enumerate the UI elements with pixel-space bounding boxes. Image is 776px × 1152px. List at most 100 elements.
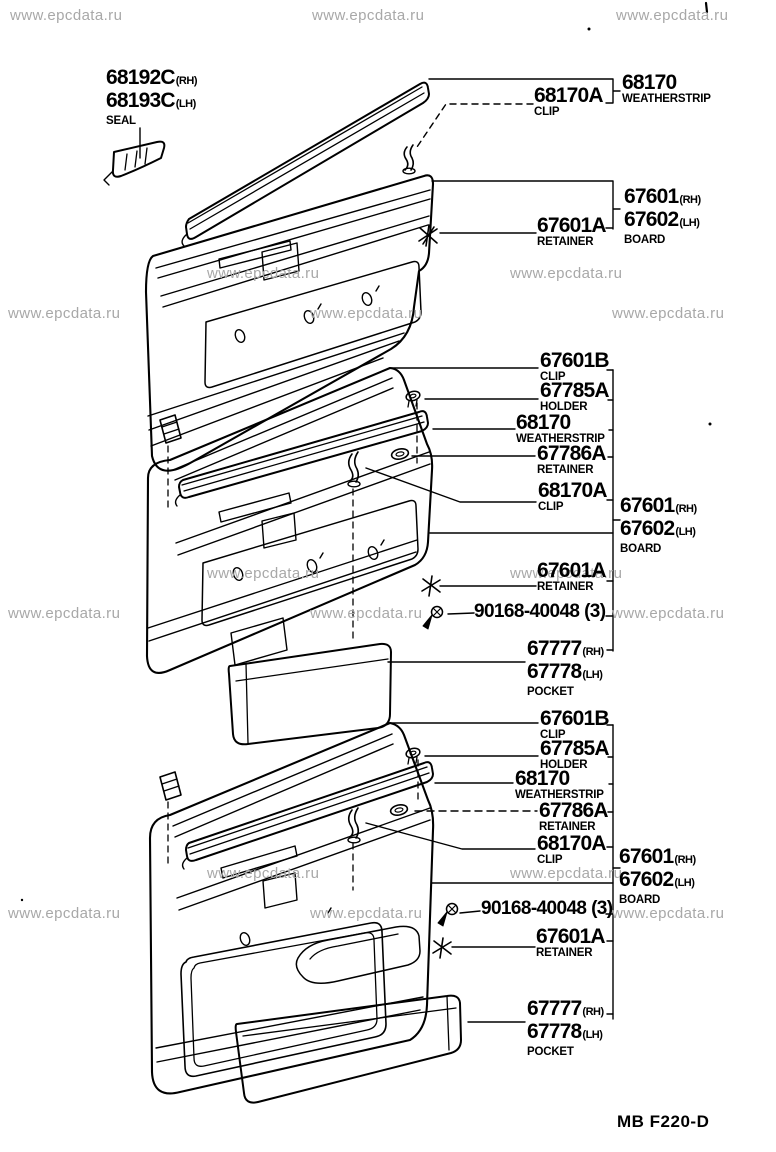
watermark: www.epcdata.ru bbox=[510, 565, 623, 582]
callout-weatherstrip-1: 68170 WEATHERSTRIP bbox=[622, 71, 711, 106]
holder-2-part bbox=[405, 390, 421, 408]
part-number: 67601A bbox=[536, 925, 606, 948]
callout-board-2: 67601(RH) 67602(LH) BOARD bbox=[620, 494, 697, 556]
retainer-67786a-3-part bbox=[389, 803, 409, 817]
callout-retainer-67601a-3: 67601A RETAINER bbox=[536, 925, 606, 960]
part-number: 68193C(LH) bbox=[106, 89, 196, 112]
door-board-1-drawing bbox=[144, 174, 435, 472]
weatherstrip-1-part bbox=[181, 81, 430, 247]
clip-68170a-3-part bbox=[347, 807, 361, 844]
callout-clip-67601b-2: 67601B CLIP bbox=[540, 349, 610, 384]
callout-clip-67601b-3: 67601B CLIP bbox=[540, 708, 610, 742]
part-number: 67785A bbox=[540, 737, 610, 760]
watermark: www.epcdata.ru bbox=[207, 865, 320, 882]
part-number: 90168-40048 (3) bbox=[481, 898, 613, 919]
part-number: 67601(RH) bbox=[619, 845, 696, 868]
diagram-code: MB F220-D bbox=[617, 1112, 710, 1131]
part-number: 67778(LH) bbox=[527, 1020, 603, 1043]
hidden-lines-3 bbox=[167, 759, 419, 891]
weatherstrip-3-part bbox=[181, 761, 434, 870]
part-number: 67778(LH) bbox=[527, 660, 603, 683]
part-description: RETAINER bbox=[537, 464, 594, 476]
callout-weatherstrip-2: 68170 WEATHERSTRIP bbox=[516, 411, 605, 446]
part-description: CLIP bbox=[540, 371, 566, 383]
watermark: www.epcdata.ru bbox=[207, 565, 320, 582]
part-number: 68170A bbox=[537, 832, 607, 855]
part-number: 67602(LH) bbox=[624, 208, 700, 231]
retainer-1-part bbox=[418, 224, 438, 247]
hidden-lines-2 bbox=[167, 402, 418, 639]
callout-retainer-67601a-2: 67601A RETAINER bbox=[537, 560, 607, 594]
part-description: BOARD bbox=[619, 894, 661, 906]
callout-weatherstrip-3: 68170 WEATHERSTRIP bbox=[515, 767, 604, 802]
part-number: 68170A bbox=[538, 479, 608, 502]
part-description: HOLDER bbox=[540, 759, 588, 771]
clip-67601b-3-part bbox=[159, 771, 182, 801]
pocket-2-part bbox=[227, 642, 392, 746]
part-number: 67785A bbox=[540, 379, 610, 402]
part-number: 67777(RH) bbox=[527, 997, 604, 1020]
part-description: CLIP bbox=[534, 106, 560, 118]
part-description: BOARD bbox=[620, 543, 662, 555]
part-description: BOARD bbox=[624, 234, 666, 246]
part-number: 67601(RH) bbox=[624, 185, 701, 208]
callout-clip-68170a-3: 68170A CLIP bbox=[537, 832, 607, 867]
clip-68170a-2-part bbox=[347, 451, 361, 488]
weatherstrip-2-part bbox=[174, 410, 429, 507]
part-description: WEATHERSTRIP bbox=[515, 789, 604, 801]
part-description: POCKET bbox=[527, 686, 574, 698]
part-number: 68170 bbox=[516, 411, 571, 434]
part-number: 68170A bbox=[534, 84, 604, 107]
watermark: www.epcdata.ru bbox=[10, 7, 123, 24]
part-description: CLIP bbox=[538, 501, 564, 513]
part-number: 68170 bbox=[622, 71, 677, 94]
part-description: RETAINER bbox=[536, 947, 593, 959]
part-number: 67777(RH) bbox=[527, 637, 604, 660]
callout-retainer-67786a-3: 67786A RETAINER bbox=[539, 800, 609, 834]
part-number: 68192C(RH) bbox=[106, 66, 197, 89]
watermark: www.epcdata.ru bbox=[312, 7, 425, 24]
clip-68170a-1-part bbox=[402, 144, 416, 175]
callout-board-3: 67601(RH) 67602(LH) BOARD bbox=[619, 845, 696, 907]
watermark: www.epcdata.ru bbox=[310, 905, 423, 922]
part-number: 67601(RH) bbox=[620, 494, 697, 517]
watermark: www.epcdata.ru bbox=[8, 605, 121, 622]
watermark: www.epcdata.ru bbox=[207, 265, 320, 282]
clip-67601b-2-part bbox=[159, 414, 182, 444]
callout-holder-2: 67785A HOLDER bbox=[540, 379, 610, 414]
callout-seal: 68192C(RH) 68193C(LH) SEAL bbox=[106, 66, 197, 128]
print-specks bbox=[20, 1, 712, 902]
part-description: CLIP bbox=[540, 729, 566, 741]
callout-holder-3: 67785A HOLDER bbox=[540, 737, 610, 772]
part-number: 90168-40048 (3) bbox=[474, 601, 606, 622]
part-description: HOLDER bbox=[540, 401, 588, 413]
part-number: 67601A bbox=[537, 214, 607, 237]
screw-2-part bbox=[422, 605, 444, 630]
retainer-67601a-2-part bbox=[421, 575, 441, 597]
door-board-2-drawing bbox=[145, 366, 434, 674]
watermark: www.epcdata.ru bbox=[510, 865, 623, 882]
watermark: www.epcdata.ru bbox=[612, 305, 725, 322]
watermark: www.epcdata.ru bbox=[8, 905, 121, 922]
part-description: RETAINER bbox=[537, 236, 594, 248]
part-number: 67786A bbox=[537, 442, 607, 465]
part-number: 67601B bbox=[540, 349, 610, 372]
watermark: www.epcdata.ru bbox=[612, 605, 725, 622]
part-description: RETAINER bbox=[537, 581, 594, 593]
part-description: CLIP bbox=[537, 854, 563, 866]
callout-screws-3: 90168-40048 (3) bbox=[481, 899, 613, 918]
callout-pocket-2: 67777(RH) 67778(LH) POCKET bbox=[527, 637, 604, 699]
part-description: WEATHERSTRIP bbox=[516, 433, 605, 445]
watermark: www.epcdata.ru bbox=[612, 905, 725, 922]
watermark: www.epcdata.ru bbox=[510, 265, 623, 282]
watermark: www.epcdata.ru bbox=[310, 305, 423, 322]
part-number: 67602(LH) bbox=[619, 868, 695, 891]
pocket-3-part bbox=[234, 994, 462, 1104]
part-number: 68170 bbox=[515, 767, 570, 790]
leader-lines bbox=[139, 78, 621, 1023]
callout-clip-68170a-2: 68170A CLIP bbox=[538, 479, 608, 514]
part-description: SEAL bbox=[106, 115, 136, 127]
callout-board-1: 67601(RH) 67602(LH) BOARD bbox=[624, 185, 701, 247]
